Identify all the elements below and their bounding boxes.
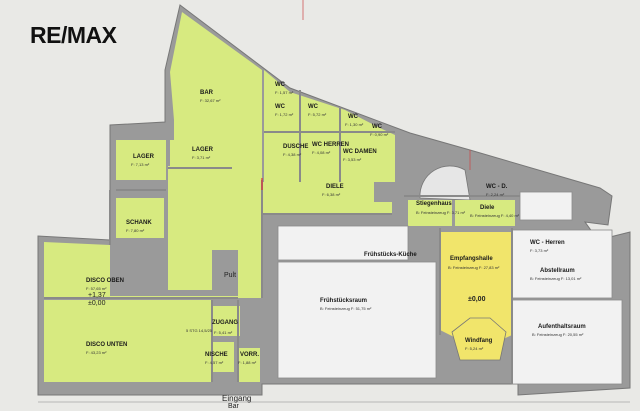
room-label-wc2: WC — [308, 104, 318, 110]
room-area-wc2: F: 5,72 m² — [308, 112, 327, 117]
vorr-room — [238, 348, 260, 382]
room-label-zugang: ZUGANG — [212, 320, 238, 326]
stiegenhaus-room — [408, 200, 452, 226]
room-area-wc-herren2: F: 3,73 m² — [530, 248, 549, 253]
disco-unten-area — [44, 300, 212, 382]
abstellraum-room — [511, 229, 613, 299]
remax-logo: RE/MAX — [30, 22, 117, 48]
room-label-lager2: LAGER — [192, 147, 213, 153]
room-area-diele2: B: Feinsteinzeug F: 4,40 m² — [470, 213, 520, 218]
room-label-windfang: Windfang — [465, 338, 493, 344]
room-area-disco-unten: F: 43,23 m² — [86, 350, 107, 355]
room-area-lager1: F: 7,13 m² — [131, 162, 150, 167]
diele2-room — [455, 200, 515, 226]
room-area-fruehstuecksraum: B: Feinsteinzeug F: 51,75 m² — [320, 306, 372, 311]
fruehstuecksraum-room — [277, 261, 437, 379]
level-disco-zero: ±0,00 — [88, 300, 106, 307]
diele-corridor — [262, 182, 374, 202]
room-label-wc3: WC — [275, 104, 285, 110]
room-area-wc5: F: 0,90 m² — [370, 132, 389, 137]
room-area-aufenthaltsraum: B: Feinsteinzeug F: 20,55 m² — [532, 332, 584, 337]
room-area-diele1: F: 6,38 m² — [322, 192, 341, 197]
room-area-lager2: F: 3,71 m² — [192, 155, 211, 160]
room-area-zugang: F: 5,41 m² — [214, 330, 233, 335]
room-label-fruehstuecksraum: Frühstücksraum — [320, 298, 368, 304]
stairs-label: 5 STG 14,5/25 — [186, 328, 213, 333]
room-label-bar: BAR — [200, 90, 213, 96]
room-area-nische: F: 4,57 m² — [205, 360, 224, 365]
lager2-room — [170, 140, 232, 168]
schank-room — [116, 198, 164, 238]
room-area-stiegenhaus: B: Feinsteinzeug F: 3,71 m² — [416, 210, 466, 215]
room-area-empfangshalle: B: Feinsteinzeug F: 27,83 m² — [448, 265, 500, 270]
room-label-dusche: DUSCHE — [283, 144, 309, 150]
disco-oben-area — [44, 242, 238, 298]
empfangshalle-room — [440, 232, 512, 345]
eingang-bar-label: Bar — [228, 403, 239, 410]
room-label-stiegenhaus: Stiegenhaus — [416, 201, 452, 207]
room-label-wc1: WC — [275, 82, 285, 88]
room-area-wc-herren: F: 4,08 m² — [312, 150, 331, 155]
room-label-vorr: VORR. — [240, 352, 260, 358]
wc-cluster — [264, 70, 395, 182]
room-area-dusche: F: 4,38 m² — [283, 152, 302, 157]
inner-walls — [44, 90, 520, 384]
room-area-vorr: F: 1,88 m² — [238, 360, 257, 365]
corridor-link — [262, 202, 392, 214]
room-area-wc3: F: 1,72 m² — [275, 112, 294, 117]
zugang-room — [212, 306, 240, 336]
room-area-abstellraum: B: Feinsteinzeug F: 13,01 m² — [530, 276, 582, 281]
room-label-wc-herren: WC HERREN — [312, 142, 349, 148]
room-area-wc-d: F: 2,24 m² — [486, 192, 505, 197]
level-hall: ±0,00 — [468, 296, 486, 303]
wc-d-room — [519, 191, 573, 221]
room-label-wc-d: WC - D. — [486, 184, 508, 190]
nische-room — [200, 342, 234, 372]
room-area-disco-oben: F: 57,65 m² — [86, 286, 107, 291]
stair-spiral — [419, 165, 471, 201]
room-area-schank: F: 7,80 m² — [126, 228, 145, 233]
room-label-abstellraum: Abstellraum — [540, 268, 575, 274]
room-area-wc4: F: 1,30 m² — [345, 122, 364, 127]
lager1-room — [116, 140, 166, 180]
windfang-room — [451, 317, 507, 361]
room-label-diele2: Diele — [480, 205, 495, 211]
kueche-room — [277, 225, 409, 261]
room-area-wc1: F: 1,57 m² — [275, 90, 294, 95]
aufenthaltsraum-room — [511, 299, 623, 385]
level-disco: +1,37 — [88, 292, 106, 299]
pult-label: Pult — [224, 272, 237, 279]
room-label-diele1: DIELE — [326, 184, 344, 190]
room-label-disco-unten: DISCO UNTEN — [86, 342, 128, 348]
room-label-wc-damen: WC DAMEN — [343, 149, 377, 155]
room-area-windfang: F: 5,24 m² — [465, 346, 484, 351]
room-label-lager1: LAGER — [133, 154, 154, 160]
room-label-empfangshalle: Empfangshalle — [450, 256, 493, 262]
eingang-label: Eingang — [222, 394, 252, 403]
room-label-kueche: Frühstücks-Küche — [364, 252, 417, 258]
room-label-schank: SCHANK — [126, 220, 152, 226]
room-label-aufenthaltsraum: Aufenthaltsraum — [538, 324, 586, 330]
room-label-wc4: WC — [348, 114, 358, 120]
room-label-nische: NISCHE — [205, 352, 228, 358]
room-area-wc-damen: F: 3,53 m² — [343, 157, 362, 162]
room-area-bar: F: 32,67 m² — [200, 98, 221, 103]
room-label-wc-herren2: WC - Herren — [530, 240, 565, 246]
room-label-disco-oben: DISCO OBEN — [86, 278, 125, 284]
room-label-wc5: WC — [372, 124, 382, 130]
